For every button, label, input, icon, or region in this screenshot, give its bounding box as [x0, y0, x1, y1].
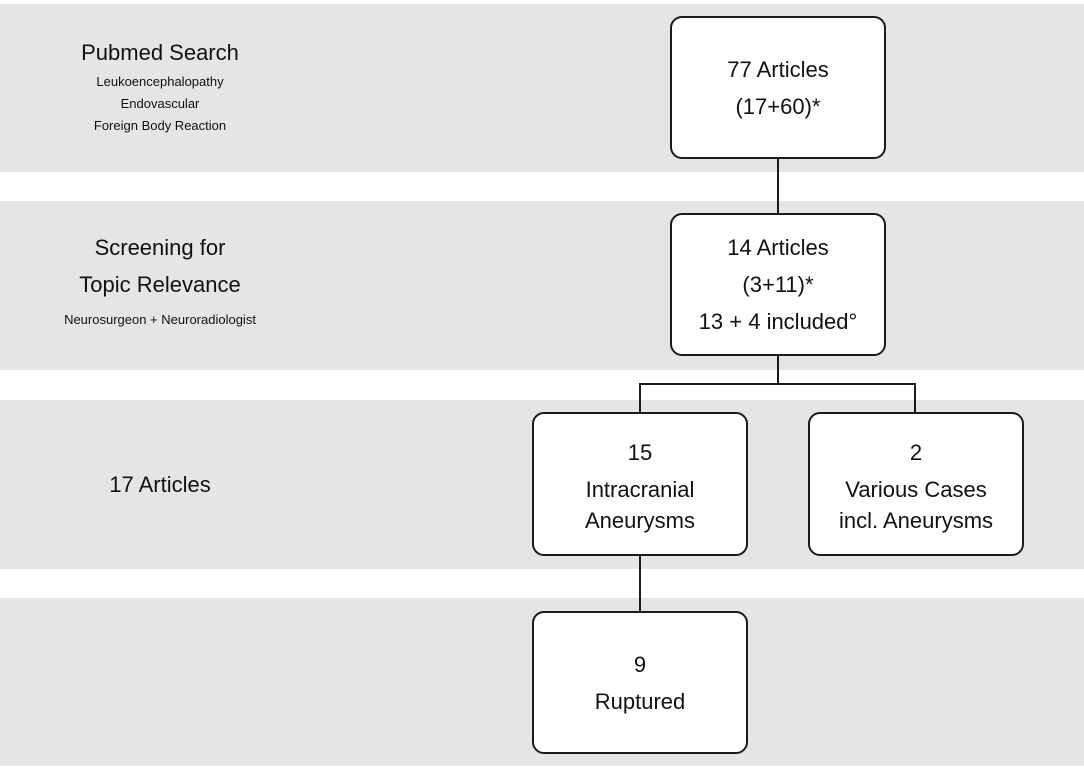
stage-label-articles: 17 Articles — [60, 466, 260, 503]
stage-title-line: Screening for — [94, 235, 226, 260]
stage-detail-line: Endovascular — [120, 96, 200, 111]
box-intracranial: 15 Intracranial Aneurysms — [532, 412, 748, 556]
stage-title-line: 17 Articles — [109, 472, 211, 497]
box-line: Aneurysms — [584, 508, 696, 533]
box-line: (3+11)* — [742, 272, 814, 297]
stage-detail-line: Foreign Body Reaction — [93, 118, 227, 133]
box-line: incl. Aneurysms — [838, 508, 994, 533]
stage-band-search — [0, 4, 1084, 172]
stage-label-screening: Screening for Topic Relevance Neurosurge… — [30, 229, 290, 331]
box-line: Ruptured — [594, 688, 686, 714]
stage-title-line: Topic Relevance — [79, 272, 241, 297]
box-line: 77 Articles — [727, 56, 829, 82]
box-line: 9 — [633, 651, 647, 677]
box-line: Intracranial — [585, 477, 695, 502]
stage-detail-line: Neurosurgeon + Neuroradiologist — [64, 312, 256, 327]
stage-detail-line: Leukoencephalopathy — [96, 74, 224, 89]
box-line: (17+60)* — [735, 93, 821, 119]
stage-label-search: Pubmed Search Leukoencephalopathy Endova… — [60, 34, 260, 137]
box-line: 15 — [627, 440, 653, 465]
box-various: 2 Various Cases incl. Aneurysms — [808, 412, 1024, 556]
box-line: Various Cases — [845, 477, 987, 502]
box-screening-result: 14 Articles (3+11)* 13 + 4 included° — [670, 213, 886, 356]
box-line: 14 Articles — [727, 235, 829, 260]
box-ruptured: 9 Ruptured — [532, 611, 748, 754]
box-search-result: 77 Articles (17+60)* — [670, 16, 886, 159]
box-line: 2 — [909, 440, 923, 465]
stage-band-screening — [0, 201, 1084, 370]
stage-title-line: Pubmed Search — [81, 40, 239, 65]
box-line: 13 + 4 included° — [698, 309, 858, 334]
